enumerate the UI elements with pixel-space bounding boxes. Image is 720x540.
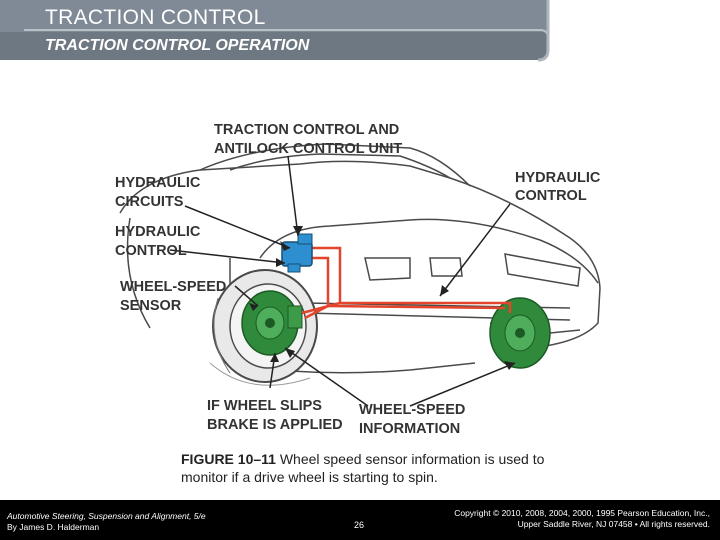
title-bar-background <box>0 0 550 62</box>
hyd-control-right-label-2: CONTROL <box>515 188 587 204</box>
figure-caption: FIGURE 10–11 Wheel speed sensor informat… <box>181 450 561 486</box>
page-subtitle: TRACTION CONTROL OPERATION <box>45 37 310 54</box>
hydraulic-lines <box>301 246 512 320</box>
figure-number: FIGURE 10–11 <box>181 451 276 467</box>
book-title: Automotive Steering, Suspension and Alig… <box>7 511 206 521</box>
arrowheads <box>249 226 515 370</box>
hyd-control-left-label-1: HYDRAULIC <box>115 224 201 240</box>
page-title: TRACTION CONTROL <box>45 6 266 29</box>
hyd-circuits-label-1: HYDRAULIC <box>115 175 201 191</box>
wsi-label-1: WHEEL-SPEED <box>359 402 465 418</box>
copyright-line-2: Upper Saddle River, NJ 07458 • All right… <box>517 519 710 529</box>
title-bar: TRACTION CONTROL TRACTION CONTROL OPERAT… <box>0 0 556 62</box>
footer-bar <box>0 500 720 540</box>
footer-book-info: Automotive Steering, Suspension and Alig… <box>7 511 206 533</box>
copyright-line-1: Copyright © 2010, 2008, 2004, 2000, 1995… <box>454 508 710 518</box>
wss-label-1: WHEEL-SPEED <box>120 279 226 295</box>
car-illustration: TRACTION CONTROL AND ANTILOCK CONTROL UN… <box>115 122 601 437</box>
caption-text: Wheel speed sensor information is used t… <box>181 451 545 485</box>
wsi-label-2: INFORMATION <box>359 421 460 437</box>
footer-copyright: Copyright © 2010, 2008, 2004, 2000, 1995… <box>454 508 710 530</box>
hyd-control-left-label-2: CONTROL <box>115 243 187 259</box>
control-unit <box>281 233 313 273</box>
hyd-circuits-label-2: CIRCUITS <box>115 194 184 210</box>
unit-label-2: ANTILOCK CONTROL UNIT <box>214 141 402 157</box>
unit-label-1: TRACTION CONTROL AND <box>214 122 399 138</box>
slips-label-2: BRAKE IS APPLIED <box>207 417 343 433</box>
wss-label-2: SENSOR <box>120 298 182 314</box>
hyd-control-right-label-1: HYDRAULIC <box>515 170 601 186</box>
page-number: 26 <box>354 520 365 530</box>
traction-control-diagram: TRACTION CONTROL AND ANTILOCK CONTROL UN… <box>110 108 615 443</box>
leader-lines <box>169 155 516 407</box>
slips-label-1: IF WHEEL SLIPS <box>207 398 322 414</box>
right-brake-assembly <box>489 297 551 369</box>
book-author: By James D. Halderman <box>7 522 100 532</box>
